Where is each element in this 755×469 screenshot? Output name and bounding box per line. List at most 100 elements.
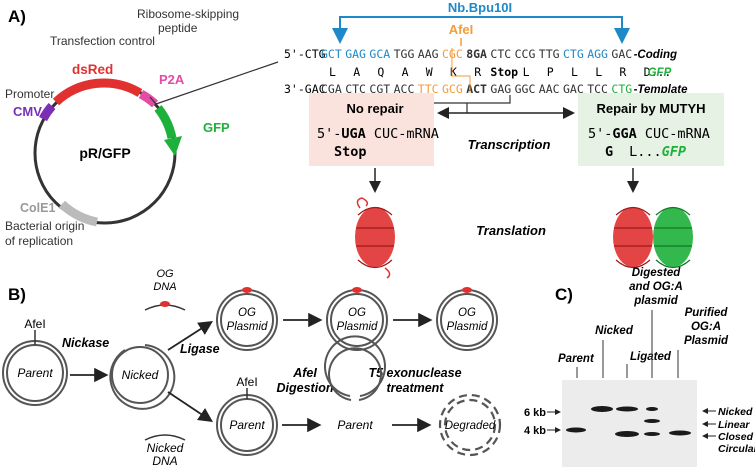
coding-codon: GCA	[369, 47, 390, 61]
parent-lower-label: Parent	[229, 418, 265, 432]
plasmid-name: pR/GFP	[79, 145, 130, 161]
coding-codon: GCT	[321, 47, 342, 61]
p2a-label: P2A	[159, 72, 185, 87]
lane-digested-2: and OG:A	[629, 281, 683, 293]
gel-image	[562, 380, 697, 467]
form-closed-2: Circular	[718, 443, 755, 455]
template-codon: TTC	[418, 82, 439, 96]
gel-bands	[566, 406, 691, 437]
coding-suffix: -Coding	[634, 49, 677, 61]
gel-band	[591, 406, 613, 412]
amino-acid: L	[595, 65, 602, 79]
gfp-label: GFP	[203, 120, 230, 135]
ribosome-label-2: peptide	[158, 21, 198, 35]
translation-label: Translation	[476, 223, 546, 238]
gel-band	[644, 419, 660, 423]
coding-codon: CTG	[563, 47, 584, 61]
dsred-segment	[52, 78, 143, 106]
coding-codon: 8GA	[466, 47, 487, 61]
og-plasmid-inner	[330, 293, 384, 347]
template-codon: CGA	[321, 82, 342, 96]
ligase-label: Ligase	[180, 342, 220, 356]
panel-c-label: C)	[555, 285, 573, 304]
gel-band	[566, 427, 586, 433]
template-codon: AAC	[539, 82, 560, 96]
lane-nicked: Nicked	[595, 325, 634, 337]
transcription-label: Transcription	[468, 137, 551, 152]
cmv-label: CMV	[13, 104, 42, 119]
afel-name: AfeI	[449, 22, 474, 37]
no-repair-box	[309, 93, 434, 166]
lane-purified-1: Purified	[685, 307, 729, 319]
og-plasmid-label: OG	[458, 307, 476, 319]
kb6-label: 6 kb	[524, 407, 546, 419]
parent-lower-plasmid	[216, 388, 278, 456]
amino-acid: A	[402, 65, 409, 79]
panel-a-label: A)	[8, 7, 26, 26]
form-nicked: Nicked	[718, 406, 753, 418]
og-plasmid-label: OG	[348, 307, 366, 319]
form-linear: Linear	[718, 419, 750, 431]
template-codon: TCC	[587, 82, 608, 96]
template-codon: GAC	[563, 82, 584, 96]
nickase-label: Nickase	[62, 336, 109, 350]
cmv-segment	[39, 103, 56, 122]
amino-acid: L	[523, 65, 530, 79]
coding-prefix: 5'-CTG	[284, 47, 326, 61]
plasmid-map	[33, 61, 279, 227]
kb4-label: 4 kb	[524, 425, 546, 437]
red-protein-right	[613, 206, 653, 269]
transfection-label: Transfection control	[50, 34, 155, 48]
og-plasmid-inner	[220, 293, 274, 347]
coding-codon: CTC	[490, 47, 511, 61]
coding-codon: TGG	[394, 47, 415, 61]
panel-b-label: B)	[8, 285, 26, 304]
amino-acid: W	[426, 65, 433, 79]
green-protein	[653, 206, 693, 269]
dsred-label: dsRed	[72, 62, 113, 77]
template-codon: GCG	[442, 82, 463, 96]
origin-label-2: of replication	[5, 234, 73, 248]
coding-codon: CCG	[515, 47, 536, 61]
aa-gfp: GFP	[648, 67, 672, 79]
og-plasmid-outer	[436, 289, 498, 351]
ribosome-label-1: Ribosome-skipping	[137, 7, 239, 21]
afel-mid-label: AfeI	[236, 375, 257, 389]
og-dna-label-1: OG	[156, 268, 174, 280]
amino-acid: P	[547, 65, 554, 79]
template-codon: GGC	[515, 82, 536, 96]
amino-acid: Stop	[490, 65, 518, 79]
amino-acid: A	[353, 65, 360, 79]
repair-title: Repair by MUTYH	[596, 101, 705, 116]
amino-acid: Q	[377, 65, 384, 79]
parent-plasmid	[2, 330, 68, 406]
lane-parent: Parent	[558, 353, 595, 365]
gel-band	[646, 407, 658, 411]
form-closed-1: Closed	[718, 431, 754, 443]
t5-label-2: treatment	[387, 381, 445, 395]
lane-ligated: Ligated	[630, 351, 672, 363]
amino-acid: R	[619, 65, 626, 79]
amino-acid: L	[329, 65, 336, 79]
og-plasmid-label: Plasmid	[337, 321, 379, 333]
template-codon: GAG	[490, 82, 511, 96]
afel-digestion-2: Digestion	[277, 381, 334, 395]
amino-acid: D...	[644, 65, 672, 79]
promoter-label: Promoter	[5, 87, 54, 101]
cole1-label: ColE1	[20, 201, 55, 215]
parent-label-left: Parent	[17, 366, 53, 380]
cut-parent-plasmid	[324, 335, 386, 401]
coding-codon: TTG	[539, 47, 560, 61]
no-repair-title: No repair	[346, 101, 403, 116]
og-lesion-mark	[242, 287, 252, 293]
cole1-segment	[58, 200, 99, 227]
amino-acid: L	[571, 65, 578, 79]
og-dna-label-2: DNA	[153, 281, 176, 293]
nicked-plasmid	[109, 344, 176, 410]
nicked-dna-label-2: DNA	[152, 454, 177, 468]
og-plasmid-outer	[216, 289, 278, 351]
p2a-segment	[138, 90, 159, 108]
